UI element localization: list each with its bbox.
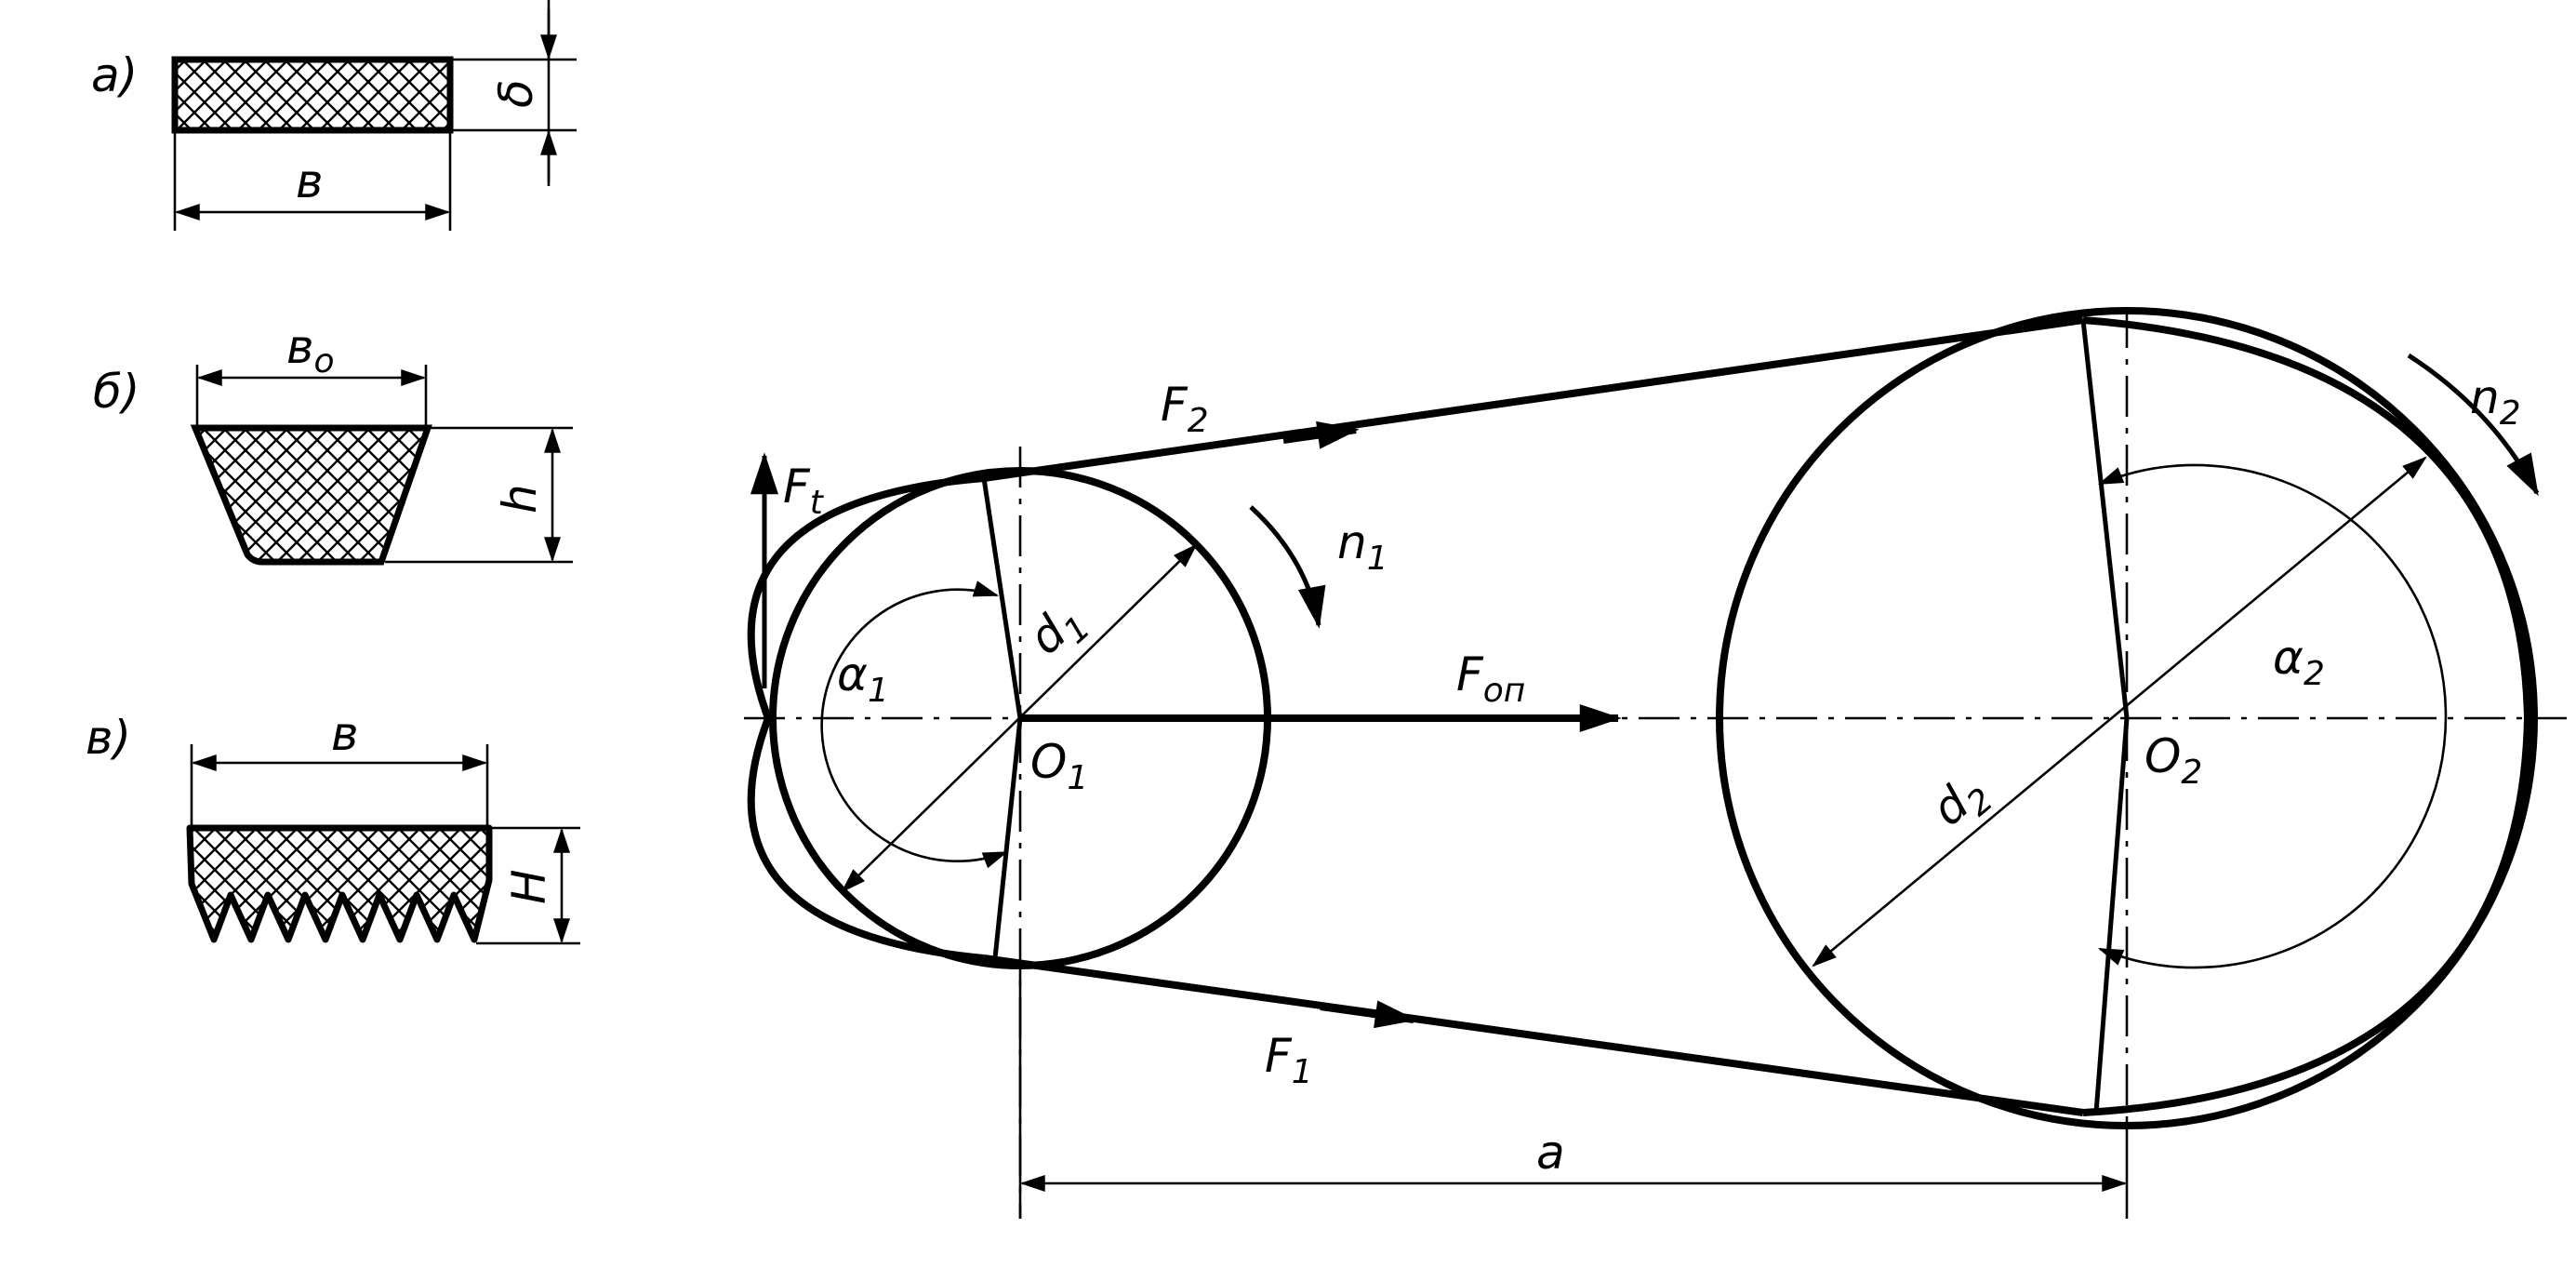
F2-arrow <box>1282 420 1360 449</box>
label-F1: F1 <box>1265 1029 1313 1091</box>
v-belt-top-width-label: во <box>286 320 335 380</box>
large-pulley-contact-chord-top <box>2080 319 2130 719</box>
v-belt-section: б) во h <box>93 320 573 566</box>
label-alpha1: α1 <box>837 647 889 710</box>
n1-rotation-arrow <box>1249 505 1326 629</box>
belt-lower-span <box>983 954 2084 1116</box>
F1-arrow <box>1320 1000 1417 1029</box>
flat-belt-profile <box>171 56 454 134</box>
section-label-a: а) <box>91 48 138 102</box>
d2-dimension <box>1812 456 2427 968</box>
label-F2: F2 <box>1161 378 1209 440</box>
belt-wrap-large <box>2082 316 2532 1116</box>
label-Fon: Fоп <box>1456 647 1525 710</box>
n2-rotation-arrow <box>2407 353 2540 497</box>
belt-upper-span <box>983 316 2084 482</box>
ribbed-belt-width-label: в <box>331 707 358 761</box>
label-O2: O2 <box>2144 729 2202 792</box>
flat-belt-section: а) в δ <box>91 0 577 231</box>
label-d2: d2 <box>1921 763 2000 843</box>
ribbed-belt-section: в) в H <box>86 707 580 945</box>
section-label-c: в) <box>86 711 131 765</box>
alpha2-arc <box>2097 463 2448 969</box>
alpha1-arc <box>820 581 1009 869</box>
flat-belt-width-label: в <box>296 154 323 208</box>
label-center-distance: a <box>1536 1126 1565 1180</box>
large-pulley-contact-chord-bottom <box>2093 717 2130 1114</box>
belt-drive: F2 F1 Ft Fоп n1 n2 d1 d2 α1 α2 O1 O2 a <box>744 307 2567 1219</box>
label-Ft: Ft <box>783 460 825 522</box>
small-pulley-contact-chord-bottom <box>992 717 1023 959</box>
flat-belt-thickness-label: δ <box>489 79 543 108</box>
label-d1: d1 <box>1018 591 1097 671</box>
section-label-b: б) <box>93 365 139 419</box>
label-O1: O1 <box>1030 735 1088 797</box>
small-pulley-contact-chord-top <box>981 477 1023 719</box>
label-alpha2: α2 <box>2273 631 2325 693</box>
ribbed-belt-height-label: H <box>502 869 556 904</box>
label-n1: n1 <box>1337 515 1388 578</box>
label-n2: n2 <box>2470 370 2521 433</box>
v-belt-profile <box>190 424 432 566</box>
d1-dimension <box>841 543 1198 893</box>
ribbed-belt-profile <box>186 824 493 943</box>
v-belt-height-label: h <box>493 484 547 514</box>
belt-wrap-small <box>747 474 985 962</box>
